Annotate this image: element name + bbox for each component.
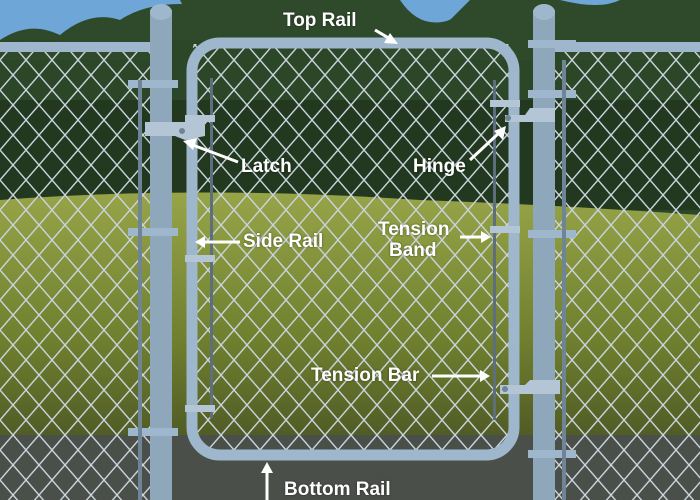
gate-mesh: [193, 44, 511, 452]
label-tension-bar: Tension Bar: [311, 365, 420, 386]
callout-arrows: [183, 28, 506, 500]
label-tension-band-line1: Tension: [378, 219, 450, 240]
hinge-top: [505, 108, 555, 122]
hinge-bottom: [500, 380, 560, 394]
right-post: [528, 4, 576, 500]
label-hinge: Hinge: [413, 156, 466, 177]
left-top-rail: [0, 42, 150, 52]
label-top-rail: Top Rail: [283, 10, 357, 31]
label-tension-band-line2: Band: [389, 240, 437, 261]
right-top-rail: [555, 42, 700, 52]
gate-frame: [186, 37, 520, 461]
right-tension-bar: [493, 80, 496, 420]
label-latch: Latch: [241, 156, 292, 177]
left-tension-bar: [210, 78, 213, 418]
latch: [145, 122, 205, 140]
label-bottom-rail: Bottom Rail: [284, 479, 391, 500]
label-side-rail: Side Rail: [243, 231, 324, 252]
